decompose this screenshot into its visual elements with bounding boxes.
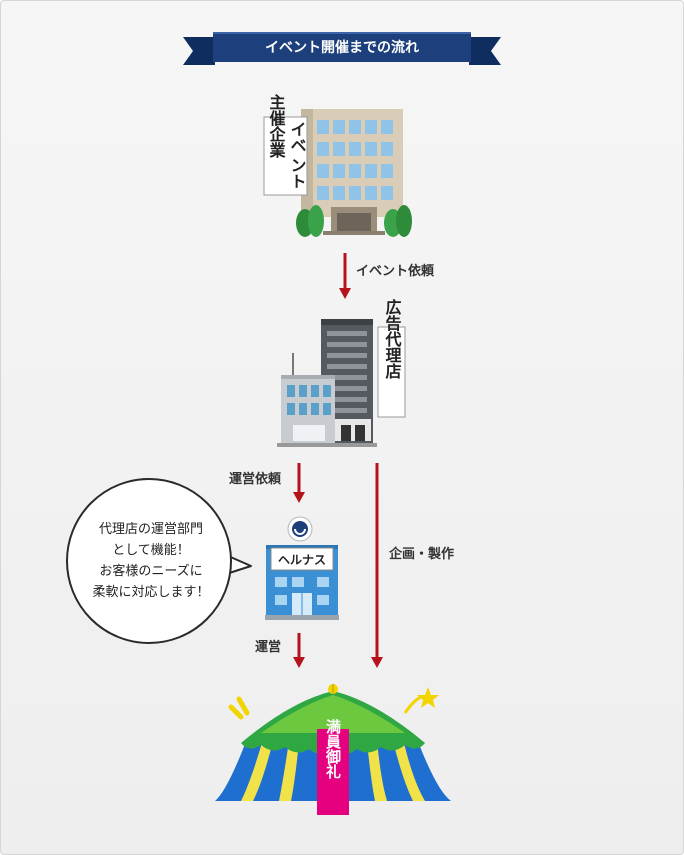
title-banner: イベント開催までの流れ — [183, 32, 501, 65]
event-tent: 満員御礼 — [215, 684, 451, 815]
bubble-line-2: として機能！ — [112, 543, 190, 558]
planning-arrow: 企画・製作 — [371, 463, 454, 668]
bubble-line-4: 柔軟に対応します！ — [92, 584, 209, 600]
event-request-label: イベント依頼 — [356, 263, 435, 279]
bubble-line-1: 代理店の運営部門 — [99, 522, 203, 537]
operation-request-label: 運営依頼 — [229, 471, 282, 487]
event-request-arrow: イベント依頼 — [339, 253, 435, 299]
helnas-label: ヘルナス — [278, 553, 326, 567]
organizer-label-col2: 主催企業 — [267, 93, 287, 159]
organizer-building: イベ ント 主催企業 — [264, 93, 412, 237]
operation-request-arrow: 運営依頼 — [229, 463, 305, 503]
helnas-building: ヘルナス — [265, 517, 339, 620]
bubble-line-3: お客様のニーズに — [99, 563, 202, 579]
event-label: 満員御礼 — [324, 718, 342, 779]
organizer-label-col1-bottom: ント — [288, 157, 307, 189]
planning-label: 企画・製作 — [388, 546, 454, 562]
operation-label: 運営 — [255, 639, 281, 655]
speech-bubble: 代理店の運営部門 として機能！ お客様のニーズに 柔軟に対応します！ — [67, 479, 251, 643]
agency-label: 広告代理店 — [383, 298, 403, 380]
star-icon — [417, 687, 439, 708]
operation-arrow: 運営 — [255, 633, 305, 668]
banner-title: イベント開催までの流れ — [265, 39, 419, 56]
organizer-label-col1-top: イベ — [288, 121, 307, 153]
agency-building: 広告代理店 — [277, 298, 405, 447]
